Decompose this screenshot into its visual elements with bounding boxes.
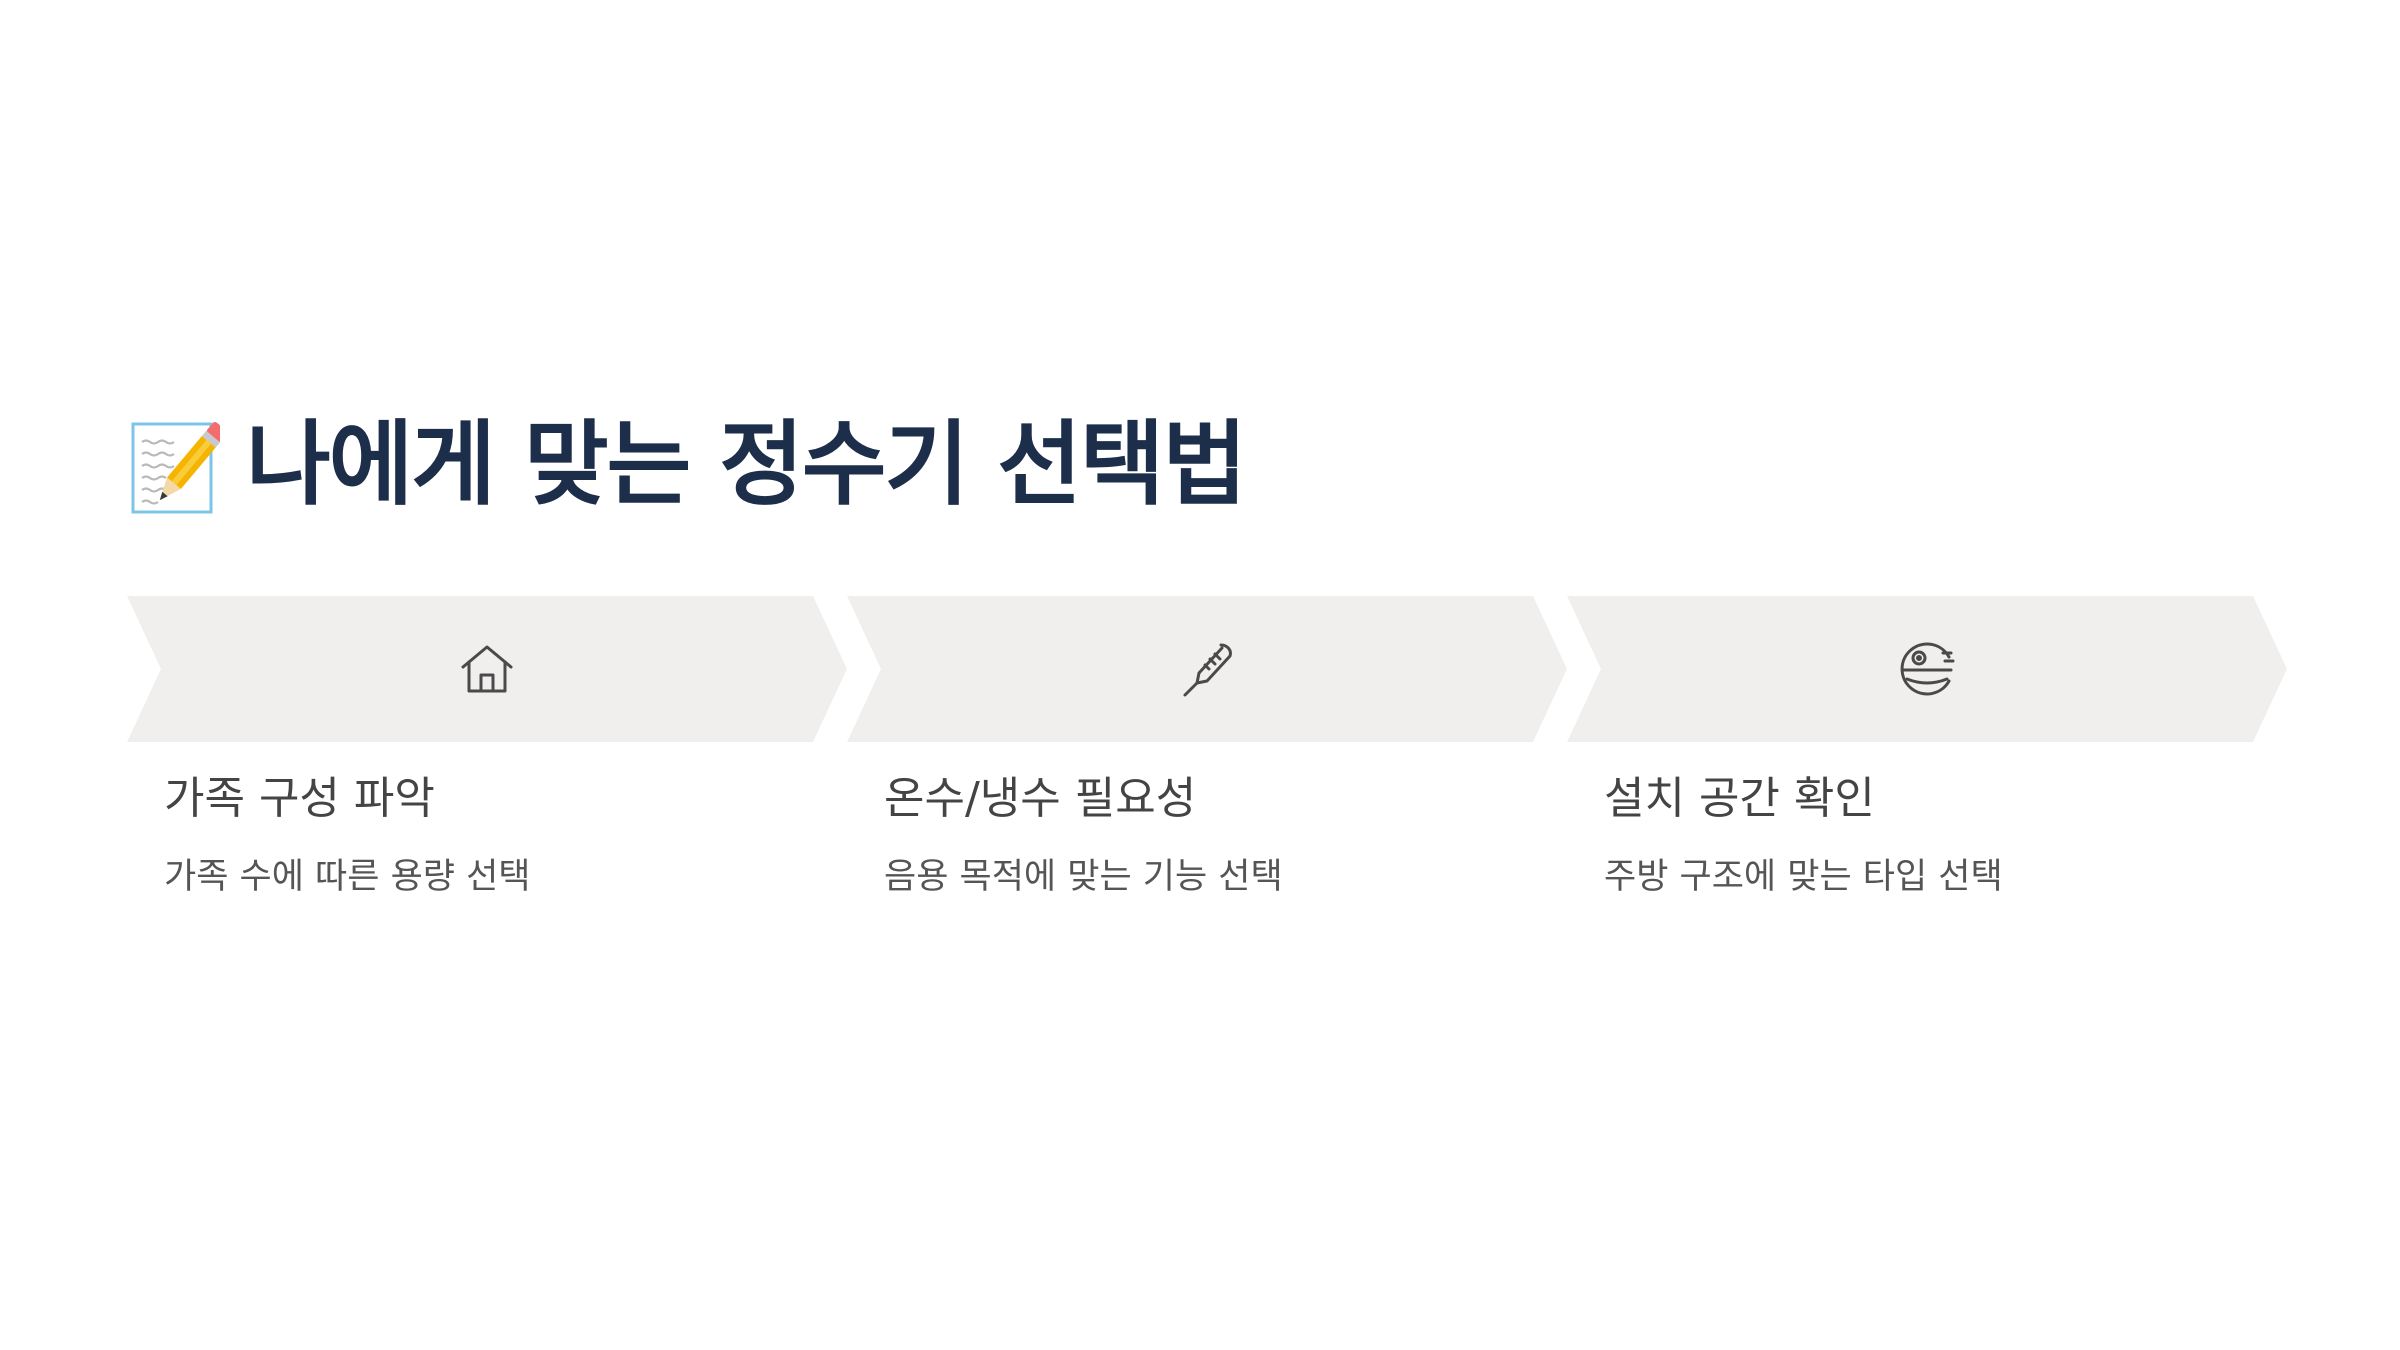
step-title: 온수/냉수 필요성: [884, 773, 1197, 824]
space-station-icon: [1900, 642, 1955, 696]
step-family: 가족 구성 파악 가족 수에 따른 용량 선택: [127, 596, 847, 996]
title-row: 나에게 맞는 정수기 선택법: [128, 410, 1247, 520]
step-temperature: 온수/냉수 필요성 음용 목적에 맞는 기능 선택: [847, 596, 1567, 996]
step-space: 설치 공간 확인 주방 구조에 맞는 타입 선택: [1567, 596, 2287, 996]
thermometer-icon: [1183, 643, 1232, 697]
step-description: 가족 수에 따른 용량 선택: [164, 857, 531, 897]
step-description: 주방 구조에 맞는 타입 선택: [1604, 857, 2003, 897]
step-title: 설치 공간 확인: [1604, 773, 1875, 824]
chevron-arrow: [127, 596, 847, 742]
step-flow: 가족 구성 파악 가족 수에 따른 용량 선택 온수/냉수 필요성 음용 목적에…: [127, 596, 2287, 996]
step-description: 음용 목적에 맞는 기능 선택: [884, 857, 1283, 897]
step-title: 가족 구성 파악: [164, 773, 435, 824]
memo-pencil-icon: [131, 422, 220, 514]
house-icon: [461, 645, 513, 693]
page-title: 나에게 맞는 정수기 선택법: [246, 411, 1247, 518]
